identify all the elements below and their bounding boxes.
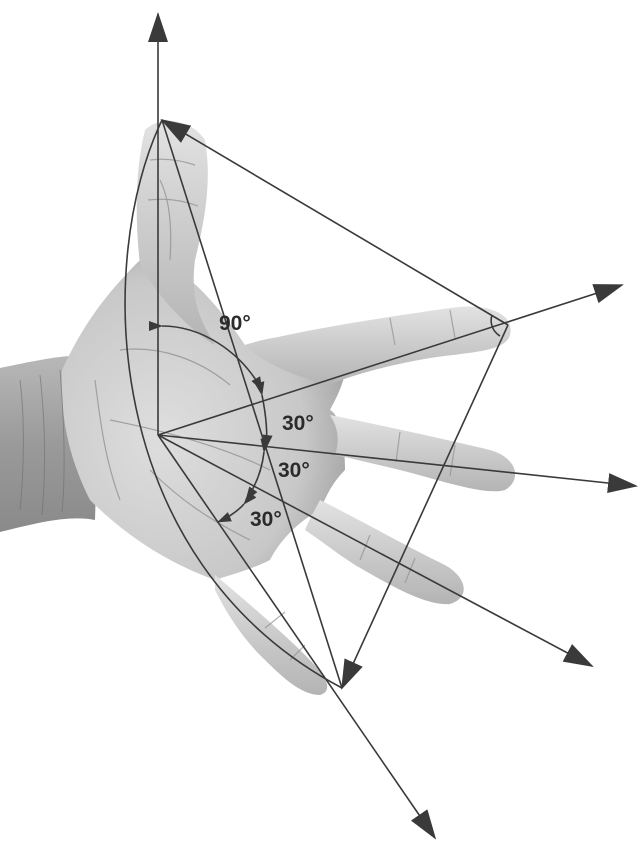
ring-axis-arrow: [157, 434, 594, 667]
little-finger: [215, 575, 328, 695]
index-axis-arrow: [157, 284, 624, 436]
middle-finger: [330, 415, 516, 492]
index-tip-angle-mark: [490, 314, 501, 337]
thumb-little-chord: [161, 119, 343, 689]
index-finger: [245, 306, 511, 385]
index-little-span-arrow: [341, 324, 509, 690]
thumb-index-span-arrow: [160, 118, 509, 326]
hand-illustration: [0, 120, 516, 695]
angle-label-30-index-middle: 30°: [282, 412, 314, 435]
outer-arc: [124, 119, 343, 689]
angle-labels: 90° 30° 30° 30°: [219, 312, 314, 531]
wrist-wrinkles: [19, 369, 65, 516]
angle-label-90: 90°: [219, 312, 251, 335]
middle-axis-arrow: [157, 434, 638, 493]
angle-label-30-ring-little: 30°: [250, 508, 282, 531]
ring-finger: [305, 500, 464, 605]
arc-90: [148, 320, 263, 391]
angle-overlay: [124, 12, 638, 840]
angle-label-30-middle-ring: 30°: [278, 459, 310, 482]
arc-30-ring-little: [217, 490, 257, 523]
thumb: [136, 120, 215, 346]
little-axis-arrow: [157, 434, 437, 840]
